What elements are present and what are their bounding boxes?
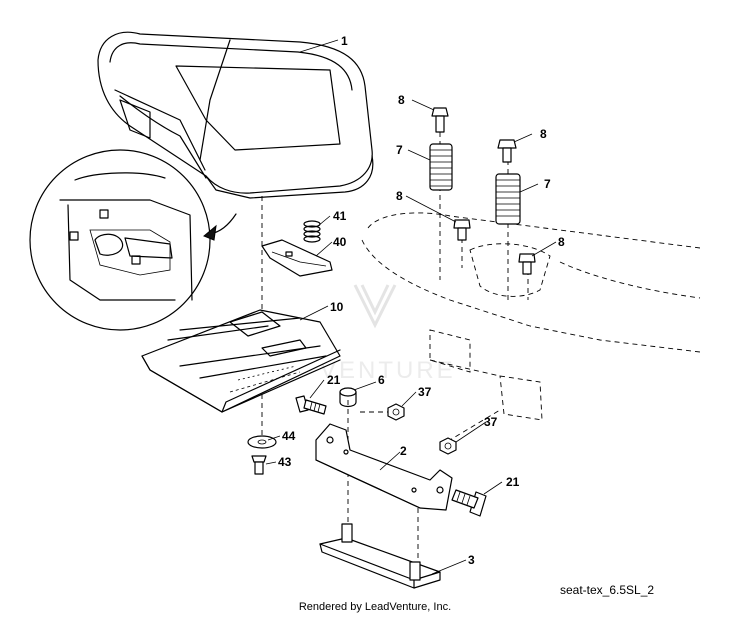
mount-plate (319, 523, 441, 589)
callout-seat: 1 (341, 34, 348, 48)
callout-bolt-top-left: 8 (398, 93, 405, 107)
callout-nut-upper: 37 (418, 385, 432, 399)
bolt-mid-left (453, 219, 471, 241)
screw (251, 455, 267, 475)
rotation-arrow-icon (203, 213, 237, 241)
leader-lines (265, 39, 557, 575)
callout-bolt-mid-left: 8 (396, 189, 403, 203)
callout-mount-plate: 3 (468, 553, 475, 567)
callout-screw: 43 (278, 455, 292, 469)
svg-text:VENTURE: VENTURE (320, 357, 456, 384)
callout-bushing: 6 (378, 373, 385, 387)
bolt-left (295, 395, 327, 415)
diagram-id: seat-tex_6.5SL_2 (560, 583, 655, 597)
mower-frame (361, 212, 701, 421)
nut-upper (387, 403, 405, 421)
callout-seat-bracket: 2 (400, 444, 407, 458)
callout-spring-small: 41 (333, 209, 347, 223)
callout-washer: 44 (282, 429, 296, 443)
spring-small (303, 220, 321, 243)
bolt-mid-right (518, 253, 536, 275)
seat-bracket (315, 423, 453, 511)
callout-bolt-left: 21 (327, 373, 341, 387)
spring-upper (429, 143, 453, 191)
seat (97, 31, 374, 199)
footer-credit: Rendered by LeadVenture, Inc. (298, 601, 452, 613)
nut-lower (439, 437, 457, 455)
callout-spring-upper: 7 (396, 143, 403, 157)
callout-seat-pan: 10 (330, 300, 344, 314)
bushing (339, 387, 357, 408)
callout-bolt-top-right: 8 (540, 127, 547, 141)
spring-lower (495, 173, 521, 225)
latch-detail-inset (29, 149, 211, 331)
callout-spring-lower: 7 (544, 177, 551, 191)
bolt-top-left (431, 107, 449, 133)
watermark-logo: VENTURE (320, 284, 456, 384)
washer (247, 435, 277, 449)
callout-bolt-right: 21 (506, 475, 520, 489)
callout-nut-lower: 37 (484, 415, 498, 429)
seat-pan (141, 309, 341, 413)
bolt-right (451, 489, 487, 517)
callout-seat-latch: 40 (333, 235, 347, 249)
seat-latch (261, 239, 333, 277)
bolt-top-right (497, 139, 517, 163)
callout-bolt-mid-right: 8 (558, 235, 565, 249)
